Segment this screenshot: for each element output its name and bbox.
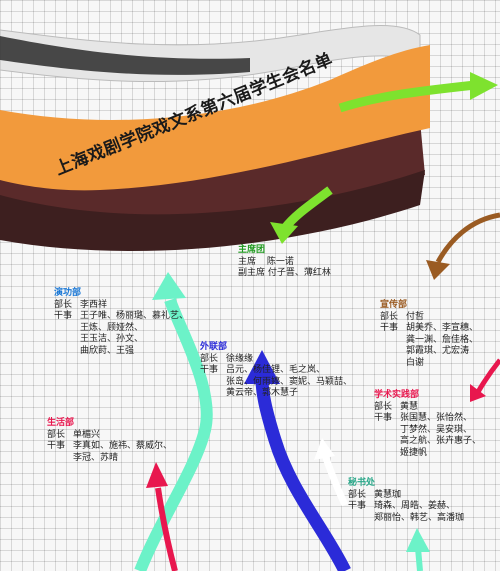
- presidium-vice-row: 副主席 付子晋、薄红林: [238, 268, 331, 278]
- life-staff-row: 干事李真如、施祎、蔡威尔、: [47, 441, 173, 451]
- presidium-chair-row: 主席 陈一诺: [238, 256, 294, 267]
- mint-arrowhead-long: [152, 272, 186, 300]
- pink-arrowhead-left: [146, 462, 168, 488]
- life-head-row: 部长单楣兴: [47, 429, 101, 440]
- dark-ribbon: [0, 36, 250, 75]
- green-arrowhead-top: [470, 72, 498, 100]
- blue-arrow: [255, 377, 351, 571]
- section-life: 生活部 部长单楣兴 干事李真如、施祎、蔡威尔、 李冠、苏晴: [47, 418, 173, 463]
- section-academic-title: 学术实践部: [374, 390, 420, 400]
- green-arrow-top: [338, 80, 476, 113]
- section-secretary: 秘书处 部长黄慧珈 干事琦森、周皓、姜赫、 郑丽怡、韩艺、高潘珈: [348, 478, 465, 523]
- mint-arrow-long: [134, 298, 213, 571]
- brown-arrow: [435, 212, 500, 264]
- secretary-staff-row: 干事琦森、周皓、姜赫、: [348, 501, 456, 511]
- external-head-row: 部长徐缘缘: [200, 353, 254, 364]
- section-presidium-title: 主席团: [238, 245, 266, 255]
- section-publicity: 宣传部 部长付哲 干事胡美乔、李宣穗、 龚一渊、詹佳格、 郭霞琪、尤宏涛 白谢: [380, 300, 479, 368]
- brown-arrowhead: [426, 260, 450, 280]
- academic-staff-row: 干事张国慧、张怡然、: [374, 413, 473, 423]
- section-literature: 演功部 部长李西祥 干事王子唯、杨丽璐、慕礼艺、 王炼、顾娅然、 王玉洁、孙文、…: [54, 288, 189, 356]
- secretary-head-row: 部长黄慧珈: [348, 489, 402, 500]
- white-arrow: [321, 453, 349, 507]
- pink-arrow-right: [475, 358, 500, 394]
- pink-arrowhead-right: [470, 384, 486, 402]
- section-secretary-title: 秘书处: [348, 478, 376, 488]
- section-life-title: 生活部: [47, 418, 75, 428]
- section-external-title: 外联部: [200, 342, 228, 352]
- section-presidium: 主席团 主席 陈一诺 副主席 付子晋、薄红林: [238, 245, 331, 280]
- mint-arrowhead-bottom: [406, 528, 430, 552]
- section-academic: 学术实践部 部长黄慧 干事张国慧、张怡然、 丁梦然、吴安琪、 高之航、张卉惠子、…: [374, 390, 482, 458]
- pink-arrow-left: [155, 487, 178, 571]
- blue-arrowhead: [244, 350, 280, 384]
- literature-head-row: 部长李西祥: [54, 299, 108, 310]
- literature-staff-row: 干事王子唯、杨丽璐、慕礼艺、: [54, 311, 189, 321]
- academic-head-row: 部长黄慧: [374, 401, 419, 412]
- external-staff-row: 干事吕元、杨佳锂、毛之岚、: [200, 365, 326, 375]
- publicity-staff-row: 干事胡美乔、李宣穗、: [380, 323, 479, 333]
- orange-band: [0, 45, 430, 191]
- section-external: 外联部 部长徐缘缘 干事吕元、杨佳锂、毛之岚、 张岛、何雨婷、窦妮、马颖喆、 黄…: [200, 342, 353, 398]
- maroon-band-2: [0, 170, 425, 252]
- publicity-head-row: 部长付哲: [380, 311, 425, 322]
- section-literature-title: 演功部: [54, 288, 82, 298]
- white-arrowhead: [314, 438, 335, 460]
- section-publicity-title: 宣传部: [380, 300, 408, 310]
- green-arrowhead-presidium: [270, 222, 298, 244]
